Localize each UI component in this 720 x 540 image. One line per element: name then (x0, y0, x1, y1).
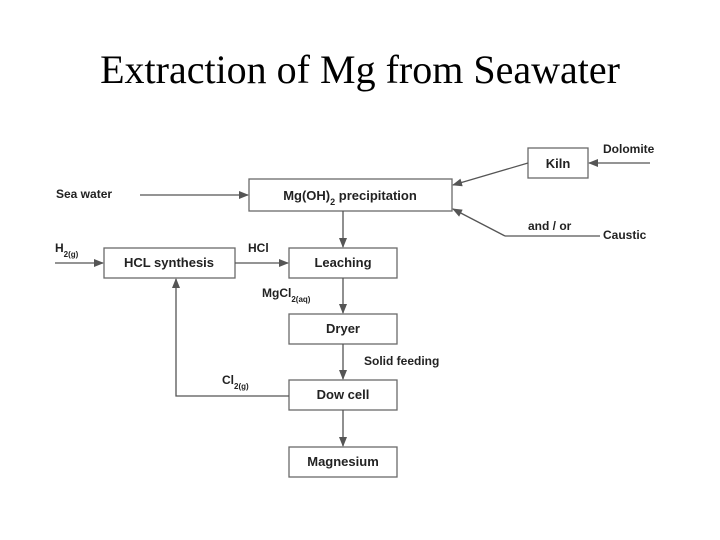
node-dryer-label: Dryer (326, 321, 360, 336)
node-magnesium-label: Magnesium (307, 454, 379, 469)
label-h2: H2(g) (55, 241, 79, 259)
node-dryer: Dryer (288, 313, 398, 345)
node-leaching: Leaching (288, 247, 398, 279)
node-precipitation-label: Mg(OH)2 precipitation (283, 188, 417, 207)
node-precipitation: Mg(OH)2 precipitation (248, 178, 453, 212)
node-hcl-synthesis: HCL synthesis (103, 247, 236, 279)
label-mgcl2: MgCl2(aq) (262, 286, 311, 304)
label-caustic: Caustic (603, 228, 647, 242)
node-dow-cell: Dow cell (288, 379, 398, 411)
label-solid-feeding: Solid feeding (364, 354, 439, 368)
node-magnesium: Magnesium (288, 446, 398, 478)
node-hcl-synthesis-label: HCL synthesis (124, 255, 214, 270)
node-leaching-label: Leaching (314, 255, 371, 270)
arrow-kiln-to-precipitation (452, 162, 529, 187)
label-dolomite: Dolomite (603, 142, 655, 156)
arrow-caustic-to-precipitation-diag (452, 208, 506, 237)
slide-title: Extraction of Mg from Seawater (100, 47, 620, 92)
label-hcl: HCl (248, 241, 269, 255)
node-kiln: Kiln (527, 147, 589, 179)
arrow-cl2-recycle (172, 278, 289, 397)
node-kiln-label: Kiln (546, 156, 571, 171)
label-and-or: and / or (528, 219, 572, 233)
node-dow-cell-label: Dow cell (317, 387, 370, 402)
label-cl2: Cl2(g) (222, 373, 249, 391)
label-sea-water: Sea water (56, 187, 112, 201)
